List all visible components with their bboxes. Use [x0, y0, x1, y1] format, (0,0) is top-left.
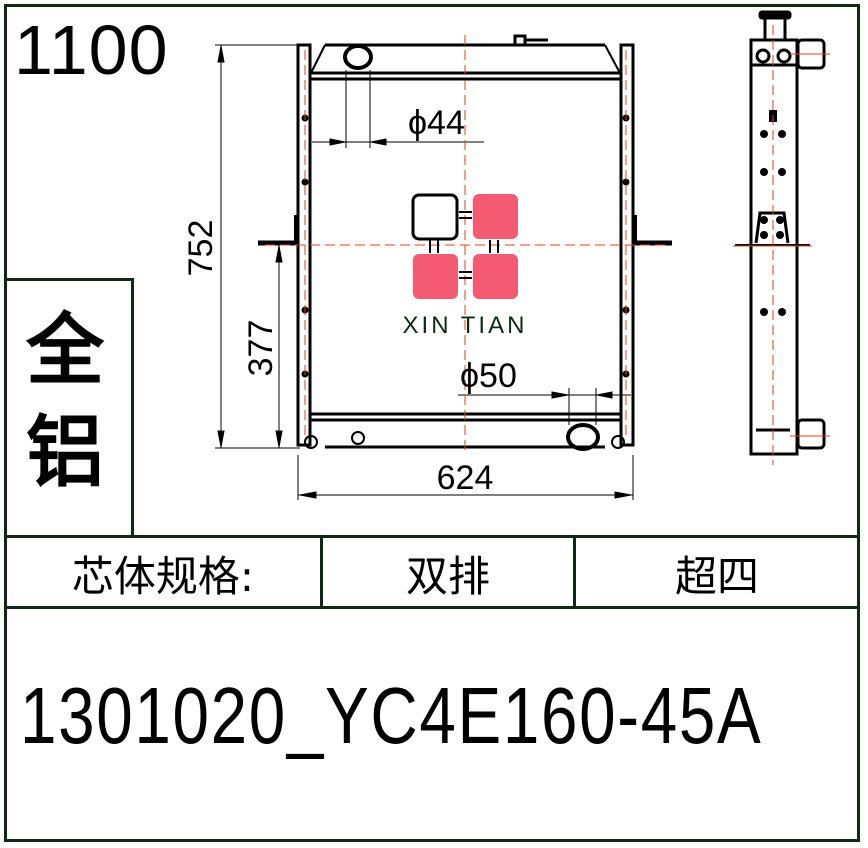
spec-type: 超四	[674, 551, 759, 601]
radiator-side-view	[733, 10, 830, 465]
divider-col-1	[320, 535, 323, 609]
spec-label: 芯体规格:	[71, 551, 255, 601]
dim-inlet-diameter: ϕ44	[408, 104, 465, 142]
xintian-logo-icon	[411, 193, 518, 299]
material-char-1: 全	[25, 306, 104, 396]
logo-text: XIN TIAN	[403, 312, 528, 339]
divider-col-2	[573, 535, 576, 609]
material-label: 全 铝	[20, 300, 110, 504]
radiator-front-view: 752 377 624 ϕ44 ϕ50 XIN TIAN	[182, 34, 672, 500]
dim-outlet-diameter: ϕ50	[460, 357, 517, 395]
dim-height-lower: 377	[242, 320, 280, 377]
divider-top-spec	[4, 535, 860, 538]
divider-bottom-spec	[4, 606, 860, 609]
material-box	[4, 278, 134, 536]
dim-height-total: 752	[182, 220, 220, 277]
product-code: 1100	[14, 11, 169, 89]
dim-width: 624	[437, 459, 494, 497]
model-number: 1301020_YC4E160-45A	[20, 671, 763, 760]
spec-rows: 双排	[405, 551, 490, 601]
material-char-2: 铝	[25, 408, 104, 498]
sheet-frame	[4, 4, 860, 842]
